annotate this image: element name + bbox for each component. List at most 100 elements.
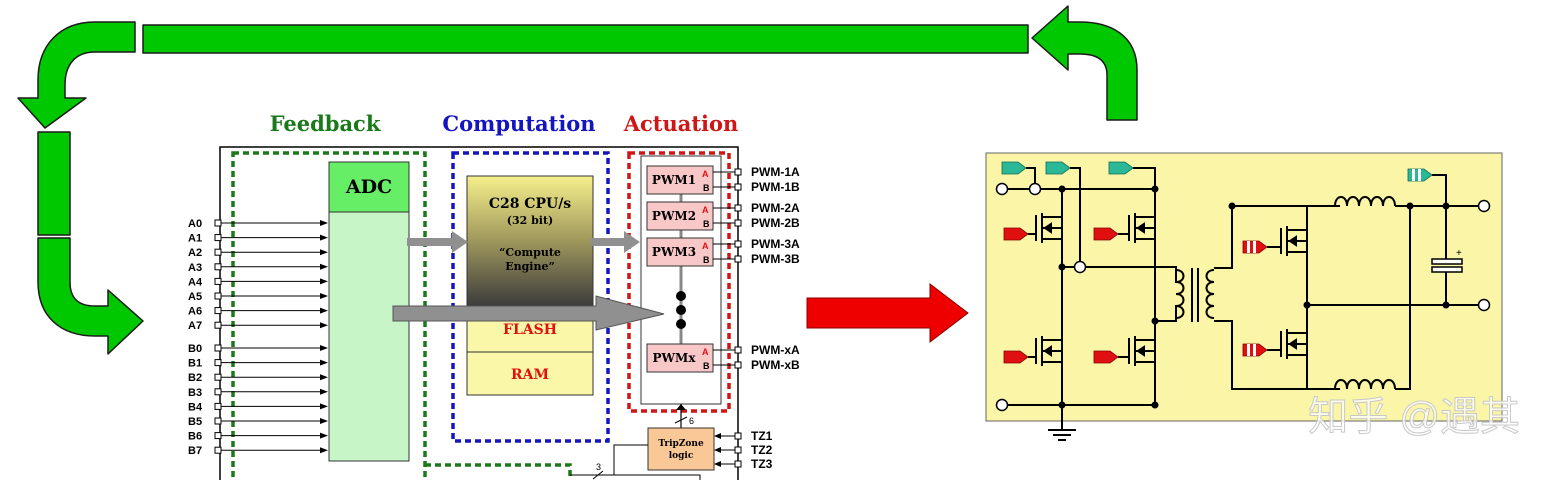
junction-dot	[1442, 202, 1450, 210]
flag-stripe	[1412, 169, 1415, 181]
drain-lead	[1135, 200, 1156, 218]
input-pin	[214, 234, 222, 242]
tripzone-input-arrowhead	[714, 447, 721, 453]
tripzone-input-pin	[734, 460, 742, 468]
ram-block	[466, 351, 594, 396]
input-arrowhead	[320, 374, 328, 381]
pwm-module	[646, 165, 714, 195]
feedback-heading: Feedback	[270, 111, 381, 136]
body-arrow	[1043, 345, 1052, 357]
sense-flag-icon	[1045, 161, 1071, 175]
adc-input-label: B2	[188, 372, 202, 384]
flag-stripe	[1247, 241, 1250, 253]
input-pin	[214, 307, 222, 315]
cpu-title: C28 CPU/s	[489, 196, 571, 212]
pwm-output-label: PWM-xB	[751, 358, 800, 372]
bus-3-tick	[592, 470, 604, 480]
input-arrowhead	[320, 388, 328, 395]
junction-dot	[1228, 202, 1236, 210]
drain-lead	[1287, 316, 1308, 334]
loop-left-top-curve-arrow	[17, 21, 136, 129]
tripzone-input-pin	[734, 446, 742, 454]
adc-input-label: B0	[188, 343, 202, 355]
output-inductor-top	[1334, 196, 1396, 207]
feedback-bypass-arrow	[392, 295, 665, 331]
pwm-ellipsis	[676, 291, 686, 329]
output-inductor-bottom	[1334, 379, 1396, 390]
pwm-output-label: PWM-2B	[751, 216, 800, 230]
pwm-channel-a: A	[702, 169, 709, 179]
pwm-channel-b: B	[703, 255, 710, 265]
sense-wire-2	[1070, 167, 1081, 267]
loop-top-bar	[142, 24, 1029, 54]
junction-dot	[1442, 301, 1450, 309]
input-arrowhead	[320, 447, 328, 454]
pwm-output-label: PWM-3B	[751, 252, 800, 266]
tripzone-input-arrowhead	[714, 461, 721, 467]
terminal-node	[995, 398, 1009, 412]
mosfets	[1003, 200, 1308, 379]
input-arrowhead	[320, 418, 328, 424]
pwm-channel-b: B	[703, 219, 710, 229]
source-lead	[1287, 354, 1308, 372]
adc-input-label: B6	[188, 431, 202, 443]
pwm-channel-a: A	[702, 205, 709, 215]
pwm-module-label: PWM2	[652, 209, 696, 223]
flag-stripe	[1418, 169, 1421, 181]
pwm-module-label: PWM3	[652, 245, 696, 259]
pwm-module-label: PWM1	[652, 173, 696, 187]
sense-wire-3	[1133, 167, 1156, 189]
flash-label: FLASH	[503, 322, 557, 338]
input-arrowhead	[320, 293, 328, 299]
actuation-heading: Actuation	[623, 111, 739, 136]
pwm-output-pin	[734, 168, 742, 176]
pwm-output-pin	[734, 183, 742, 191]
right-midpoint-wire	[1155, 305, 1177, 322]
mosfet-symbol	[1035, 323, 1063, 379]
junction-dot	[1058, 185, 1066, 193]
input-pin	[214, 432, 222, 440]
pwm-channel-a: A	[702, 241, 709, 251]
pwm-module	[646, 201, 714, 231]
tripzone-label-2: logic	[669, 451, 694, 461]
input-pin	[214, 263, 222, 271]
input-arrowhead	[320, 345, 328, 351]
junction-dot	[1151, 185, 1159, 193]
adc-input-label: A4	[188, 276, 203, 288]
junction-dot	[1303, 301, 1311, 309]
output-capacitor-top-plate	[1431, 258, 1463, 265]
input-arrowhead	[320, 432, 328, 439]
pwm-output-label: PWM-1A	[751, 165, 800, 179]
terminal-node	[1073, 260, 1087, 274]
tripzone-input-label: TZ3	[751, 457, 773, 471]
loop-left-bottom-curve-arrow	[37, 237, 144, 355]
input-pin	[214, 359, 222, 367]
pwm-output-pin	[734, 361, 742, 369]
pwm-output-label: PWM-xA	[751, 343, 800, 357]
adc-input-label: A5	[188, 291, 202, 303]
bus-3-label: 3	[596, 462, 601, 472]
adc-to-cpu-arrow	[407, 231, 468, 253]
terminals	[995, 182, 1491, 412]
gate-drive-flag-icon	[1093, 350, 1119, 364]
drain-lead	[1042, 200, 1063, 218]
input-pin	[214, 277, 222, 285]
sense-flag-icon	[1001, 161, 1027, 175]
pwm-module	[646, 343, 714, 373]
pwm-output-pin	[734, 240, 742, 248]
cpu-bits: (32 bit)	[507, 214, 554, 227]
mosfet-symbol	[1128, 323, 1156, 379]
drain-lead	[1287, 213, 1308, 231]
junction-dot	[1058, 263, 1066, 271]
output-capacitor-bottom-plate	[1431, 266, 1463, 273]
sense-wire-1	[1026, 167, 1036, 189]
input-arrowhead	[320, 322, 328, 329]
feedback-group-border	[231, 151, 427, 480]
ram-label: RAM	[511, 367, 549, 383]
tripzone-block	[647, 427, 715, 471]
pwm-output-pin	[734, 255, 742, 263]
input-pin	[214, 219, 222, 227]
mosfet-symbol	[1128, 200, 1156, 256]
